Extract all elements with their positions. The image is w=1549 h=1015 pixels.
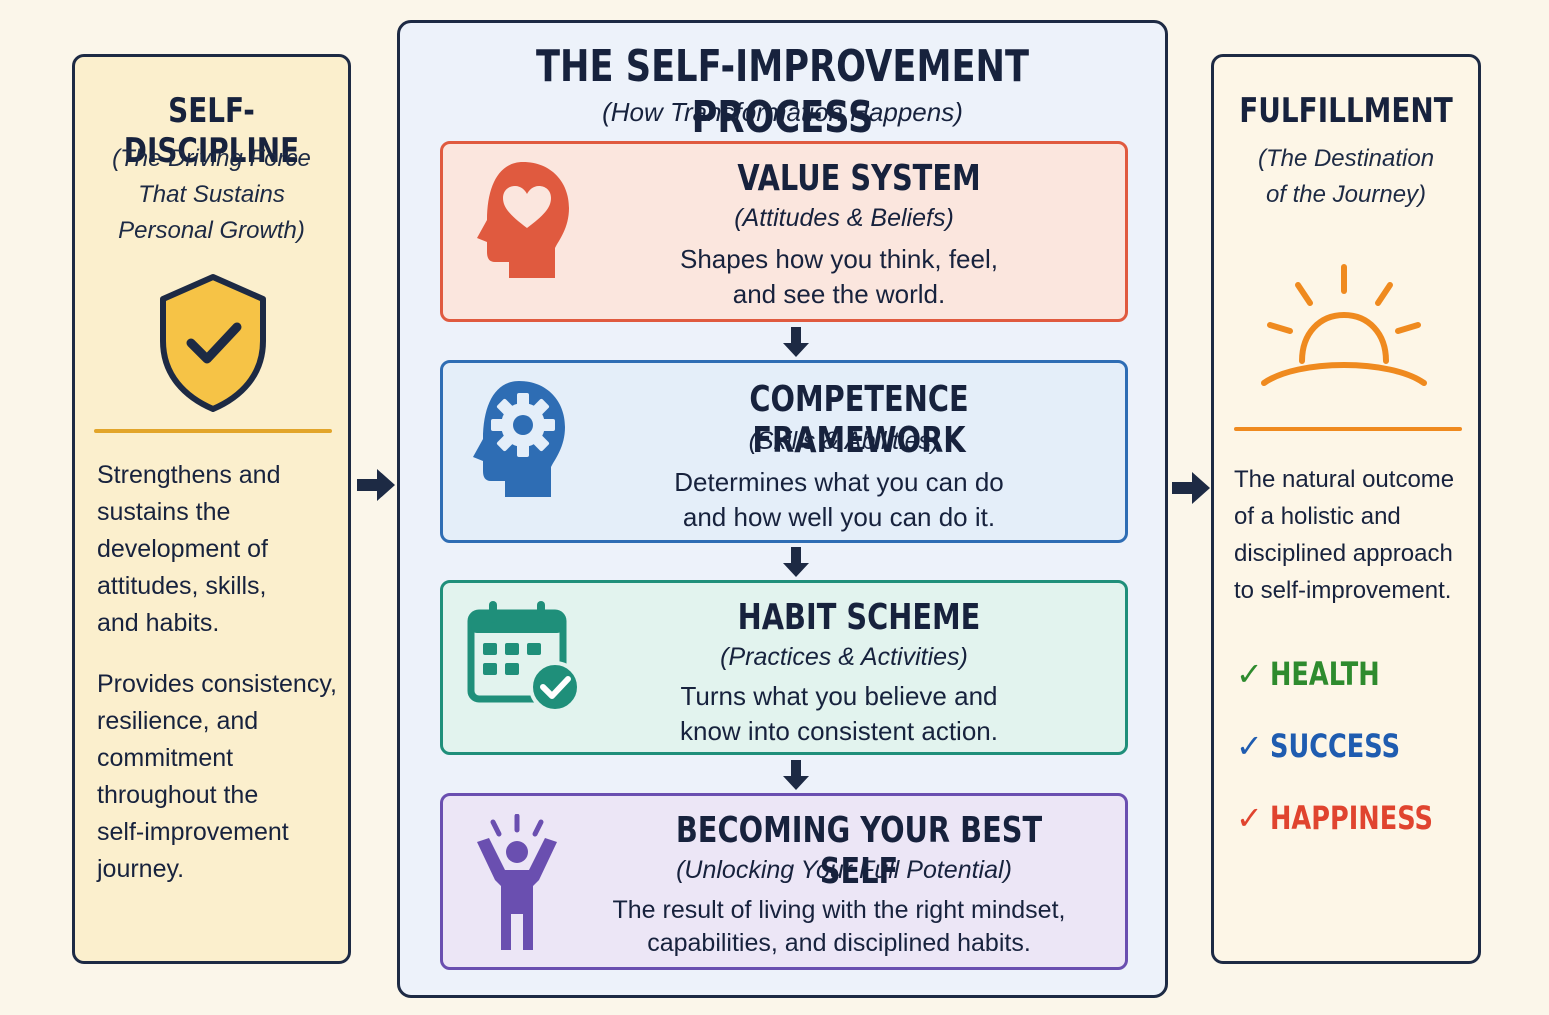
step-value-system: VALUE SYSTEM (Attitudes & Beliefs) Shape… xyxy=(440,141,1128,322)
outcome-success: ✓SUCCESS xyxy=(1236,727,1401,765)
step-title: HABIT SCHEME xyxy=(737,597,981,638)
step-title: COMPETENCE FRAMEWORK xyxy=(749,379,969,461)
fulfillment-subtitle: (The Destination of the Journey) xyxy=(1257,145,1435,208)
fulfillment-paragraph: The natural outcome of a holistic and di… xyxy=(1234,466,1455,604)
head-gear-icon xyxy=(473,381,565,497)
step-description: The result of living with the right mind… xyxy=(612,896,1066,957)
step-description: Determines what you can do and how well … xyxy=(674,467,1004,532)
fulfillment-panel: FULFILLMENT (The Destination of the Jour… xyxy=(1211,54,1481,964)
step-title: BECOMING YOUR BEST SELF xyxy=(675,810,1043,892)
process-title: THE SELF-IMPROVEMENT PROCESS xyxy=(535,41,1029,143)
arrow-down-icon xyxy=(783,547,809,577)
check-icon: ✓ xyxy=(1236,799,1263,837)
arrow-down-icon xyxy=(783,760,809,790)
arrow-right-icon xyxy=(1172,472,1210,504)
check-icon: ✓ xyxy=(1236,727,1263,765)
outcome-happiness: ✓HAPPINESS xyxy=(1236,799,1433,837)
self-discipline-title: SELF-DISCIPLINE xyxy=(123,91,300,171)
step-subtitle: (Attitudes & Beliefs) xyxy=(734,204,954,232)
fulfillment-title: FULFILLMENT xyxy=(1239,91,1453,131)
step-best-self: BECOMING YOUR BEST SELF (Unlocking Your … xyxy=(440,793,1128,970)
self-improvement-process-panel: THE SELF-IMPROVEMENT PROCESS (How Transf… xyxy=(397,20,1168,998)
outcome-health: ✓HEALTH xyxy=(1236,655,1380,693)
self-discipline-panel: SELF-DISCIPLINE (The Driving Force That … xyxy=(72,54,351,964)
step-habit-scheme: HABIT SCHEME (Practices & Activities) Tu… xyxy=(440,580,1128,755)
step-title: VALUE SYSTEM xyxy=(737,158,981,199)
step-description: Turns what you believe and know into con… xyxy=(680,681,998,746)
sunrise-icon xyxy=(1261,264,1427,386)
step-subtitle: (Skills & Abilities) xyxy=(748,427,940,455)
arrow-down-icon xyxy=(783,327,809,357)
left-divider xyxy=(94,429,332,433)
right-divider xyxy=(1234,427,1462,431)
left-paragraph-2: Provides consistency, resilience, and co… xyxy=(97,670,337,883)
step-subtitle: (Practices & Activities) xyxy=(720,643,968,671)
person-celebrating-icon xyxy=(477,814,557,950)
shield-check-icon xyxy=(160,274,266,412)
check-icon: ✓ xyxy=(1236,655,1263,693)
left-paragraph-1: Strengthens and sustains the development… xyxy=(97,461,281,637)
head-heart-icon xyxy=(477,162,569,278)
calendar-check-icon xyxy=(467,601,581,713)
arrow-right-icon xyxy=(357,469,395,501)
step-description: Shapes how you think, feel, and see the … xyxy=(680,244,998,309)
step-subtitle: (Unlocking Your Full Potential) xyxy=(676,856,1012,884)
self-discipline-subtitle: (The Driving Force That Sustains Persona… xyxy=(112,145,311,244)
process-subtitle: (How Transformation Happens) xyxy=(602,97,963,127)
step-competence-framework: COMPETENCE FRAMEWORK (Skills & Abilities… xyxy=(440,360,1128,543)
